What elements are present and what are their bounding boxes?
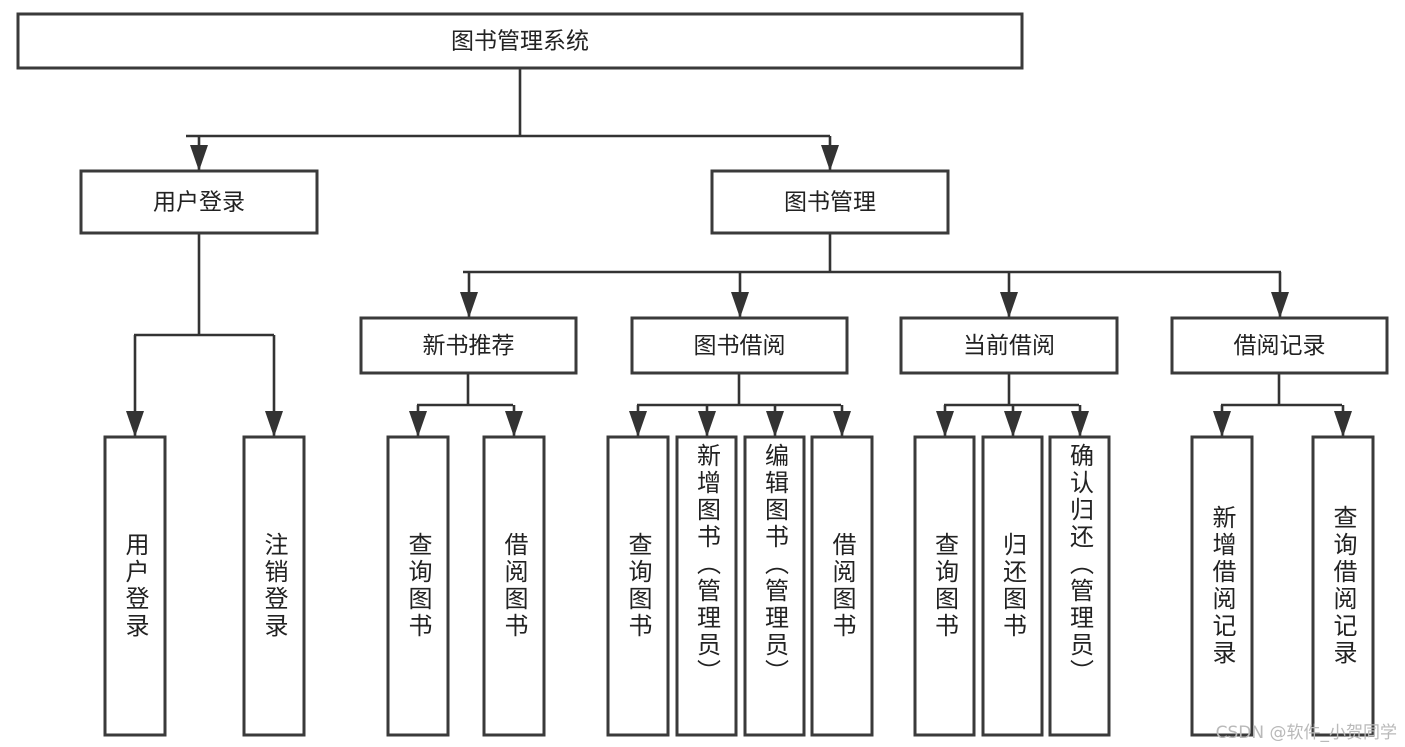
arrow-head-icon-leaf-edit-book bbox=[766, 411, 784, 437]
node-box-leaf-query-book-recommend[interactable] bbox=[386, 435, 450, 737]
arrow-head-icon-new-book-recommend bbox=[460, 292, 478, 318]
node-leaf-query-book-current[interactable] bbox=[913, 435, 976, 737]
node-box-leaf-query-book-current[interactable] bbox=[913, 435, 976, 737]
node-borrow-record[interactable]: 借阅记录 bbox=[1170, 316, 1389, 375]
arrow-head-icon-leaf-query-book-current bbox=[936, 411, 954, 437]
node-user-login[interactable]: 用户登录 bbox=[79, 169, 319, 235]
node-box-borrow-record[interactable] bbox=[1170, 316, 1389, 375]
node-box-book-manage[interactable] bbox=[710, 169, 950, 235]
node-label-root: 图书管理系统 bbox=[451, 29, 589, 55]
node-leaf-add-book[interactable] bbox=[675, 435, 738, 737]
arrow-head-icon-borrow-record bbox=[1271, 292, 1289, 318]
node-leaf-user-login[interactable] bbox=[103, 435, 167, 737]
arrow-head-icon-leaf-add-book bbox=[698, 411, 716, 437]
arrow-head-icon-leaf-confirm-return bbox=[1071, 411, 1089, 437]
watermark-label: CSDN @软件_小贺同学 bbox=[1215, 723, 1397, 743]
node-box-leaf-query-book-borrow[interactable] bbox=[606, 435, 670, 737]
node-box-user-login[interactable] bbox=[79, 169, 319, 235]
node-box-book-borrow[interactable] bbox=[630, 316, 849, 375]
node-leaf-confirm-return[interactable] bbox=[1048, 435, 1111, 737]
node-leaf-return-book[interactable] bbox=[981, 435, 1044, 737]
node-current-borrow[interactable]: 当前借阅 bbox=[899, 316, 1119, 375]
node-box-leaf-borrow-book-recommend[interactable] bbox=[482, 435, 546, 737]
arrow-head-icon-current-borrow bbox=[1000, 292, 1018, 318]
arrow-head-icon-book-borrow bbox=[731, 292, 749, 318]
node-leaf-query-book-recommend[interactable] bbox=[386, 435, 450, 737]
arrow-head-icon-user-login bbox=[190, 145, 208, 171]
arrow-head-icon-leaf-borrow-book bbox=[833, 411, 851, 437]
node-leaf-add-borrow-record[interactable] bbox=[1190, 435, 1254, 737]
arrow-head-icon-leaf-return-book bbox=[1004, 411, 1022, 437]
arrow-head-icon-leaf-query-book-borrow bbox=[629, 411, 647, 437]
node-label-borrow-record: 借阅记录 bbox=[1234, 333, 1326, 359]
arrow-head-icon-leaf-query-borrow-record bbox=[1334, 411, 1352, 437]
node-leaf-user-logout[interactable] bbox=[242, 435, 306, 737]
node-box-new-book-recommend[interactable] bbox=[359, 316, 578, 375]
node-box-current-borrow[interactable] bbox=[899, 316, 1119, 375]
node-box-leaf-return-book[interactable] bbox=[981, 435, 1044, 737]
connector-layer bbox=[126, 68, 1352, 437]
node-box-leaf-user-logout[interactable] bbox=[242, 435, 306, 737]
node-leaf-query-borrow-record[interactable] bbox=[1311, 435, 1375, 737]
node-label-book-borrow: 图书借阅 bbox=[694, 333, 786, 359]
node-leaf-edit-book[interactable] bbox=[743, 435, 806, 737]
node-book-borrow[interactable]: 图书借阅 bbox=[630, 316, 849, 375]
node-box-leaf-edit-book[interactable] bbox=[743, 435, 806, 737]
node-box-leaf-confirm-return[interactable] bbox=[1048, 435, 1111, 737]
node-box-leaf-query-borrow-record[interactable] bbox=[1311, 435, 1375, 737]
arrow-head-icon-leaf-query-book-recommend bbox=[409, 411, 427, 437]
arrow-head-icon-leaf-borrow-book-recommend bbox=[505, 411, 523, 437]
node-book-manage[interactable]: 图书管理 bbox=[710, 169, 950, 235]
node-root[interactable]: 图书管理系统 bbox=[16, 12, 1024, 70]
node-label-current-borrow: 当前借阅 bbox=[963, 333, 1055, 359]
node-box-leaf-borrow-book[interactable] bbox=[810, 435, 874, 737]
arrow-head-icon-book-manage bbox=[821, 145, 839, 171]
node-label-new-book-recommend: 新书推荐 bbox=[423, 333, 515, 359]
arrow-head-icon-leaf-add-borrow-record bbox=[1213, 411, 1231, 437]
node-box-leaf-user-login[interactable] bbox=[103, 435, 167, 737]
arrow-head-icon-leaf-user-logout bbox=[265, 411, 283, 437]
node-box-root[interactable] bbox=[16, 12, 1024, 70]
node-leaf-query-book-borrow[interactable] bbox=[606, 435, 670, 737]
node-new-book-recommend[interactable]: 新书推荐 bbox=[359, 316, 578, 375]
arrow-head-icon-leaf-user-login bbox=[126, 411, 144, 437]
node-box-leaf-add-borrow-record[interactable] bbox=[1190, 435, 1254, 737]
node-leaf-borrow-book[interactable] bbox=[810, 435, 874, 737]
node-leaf-borrow-book-recommend[interactable] bbox=[482, 435, 546, 737]
node-label-user-login: 用户登录 bbox=[153, 190, 245, 216]
node-label-book-manage: 图书管理 bbox=[784, 190, 876, 216]
node-box-leaf-add-book[interactable] bbox=[675, 435, 738, 737]
